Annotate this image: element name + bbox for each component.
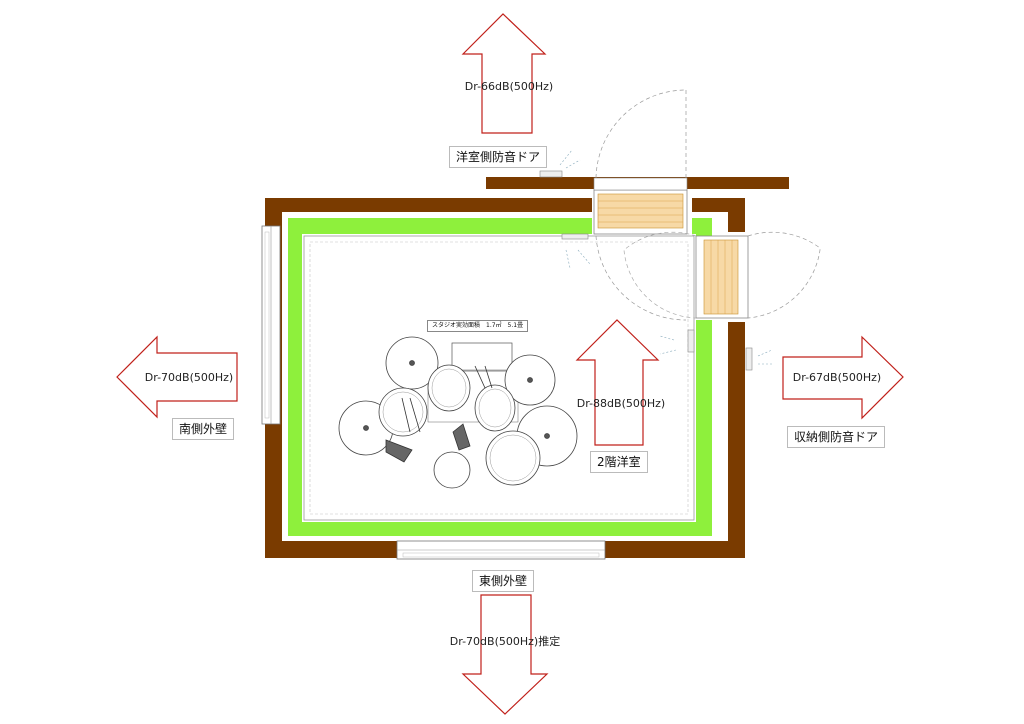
arrow-left — [116, 335, 238, 419]
door-swing-icon — [595, 89, 687, 179]
right-door — [623, 231, 821, 319]
drum-kit-icon — [338, 336, 578, 489]
south-wall-label: 南側外壁 — [172, 418, 235, 440]
sound-lines — [559, 149, 774, 365]
right-door-label: 収納側防音ドア — [787, 426, 886, 448]
arrow-up-inner — [575, 319, 660, 446]
top-door-label: 洋室側防音ドア — [449, 146, 548, 168]
inner-room-outline — [303, 235, 695, 521]
arrow-up-top — [461, 13, 547, 134]
window-icon — [261, 225, 281, 425]
studio-area-label: スタジオ実効面積 1.7㎡ 5.1畳 — [427, 320, 529, 332]
inner-rating-label: Dr-88dB(500Hz) — [577, 397, 665, 410]
east-wall-label: 東側外壁 — [472, 570, 535, 592]
arrow-down-bottom — [461, 594, 549, 715]
speaker-icon — [539, 170, 753, 371]
right-rating-label: Dr-67dB(500Hz) — [793, 371, 881, 384]
insulation-layer — [288, 218, 712, 536]
top-rating-label: Dr-66dB(500Hz) — [465, 80, 553, 93]
arrow-right — [782, 335, 904, 420]
bottom-rating-label: Dr-70dB(500Hz)推定 — [450, 634, 560, 648]
left-rating-label: Dr-70dB(500Hz) — [145, 371, 233, 384]
window-bottom — [396, 540, 606, 560]
top-door — [593, 89, 688, 321]
room-2f-label: 2階洋室 — [590, 451, 648, 473]
